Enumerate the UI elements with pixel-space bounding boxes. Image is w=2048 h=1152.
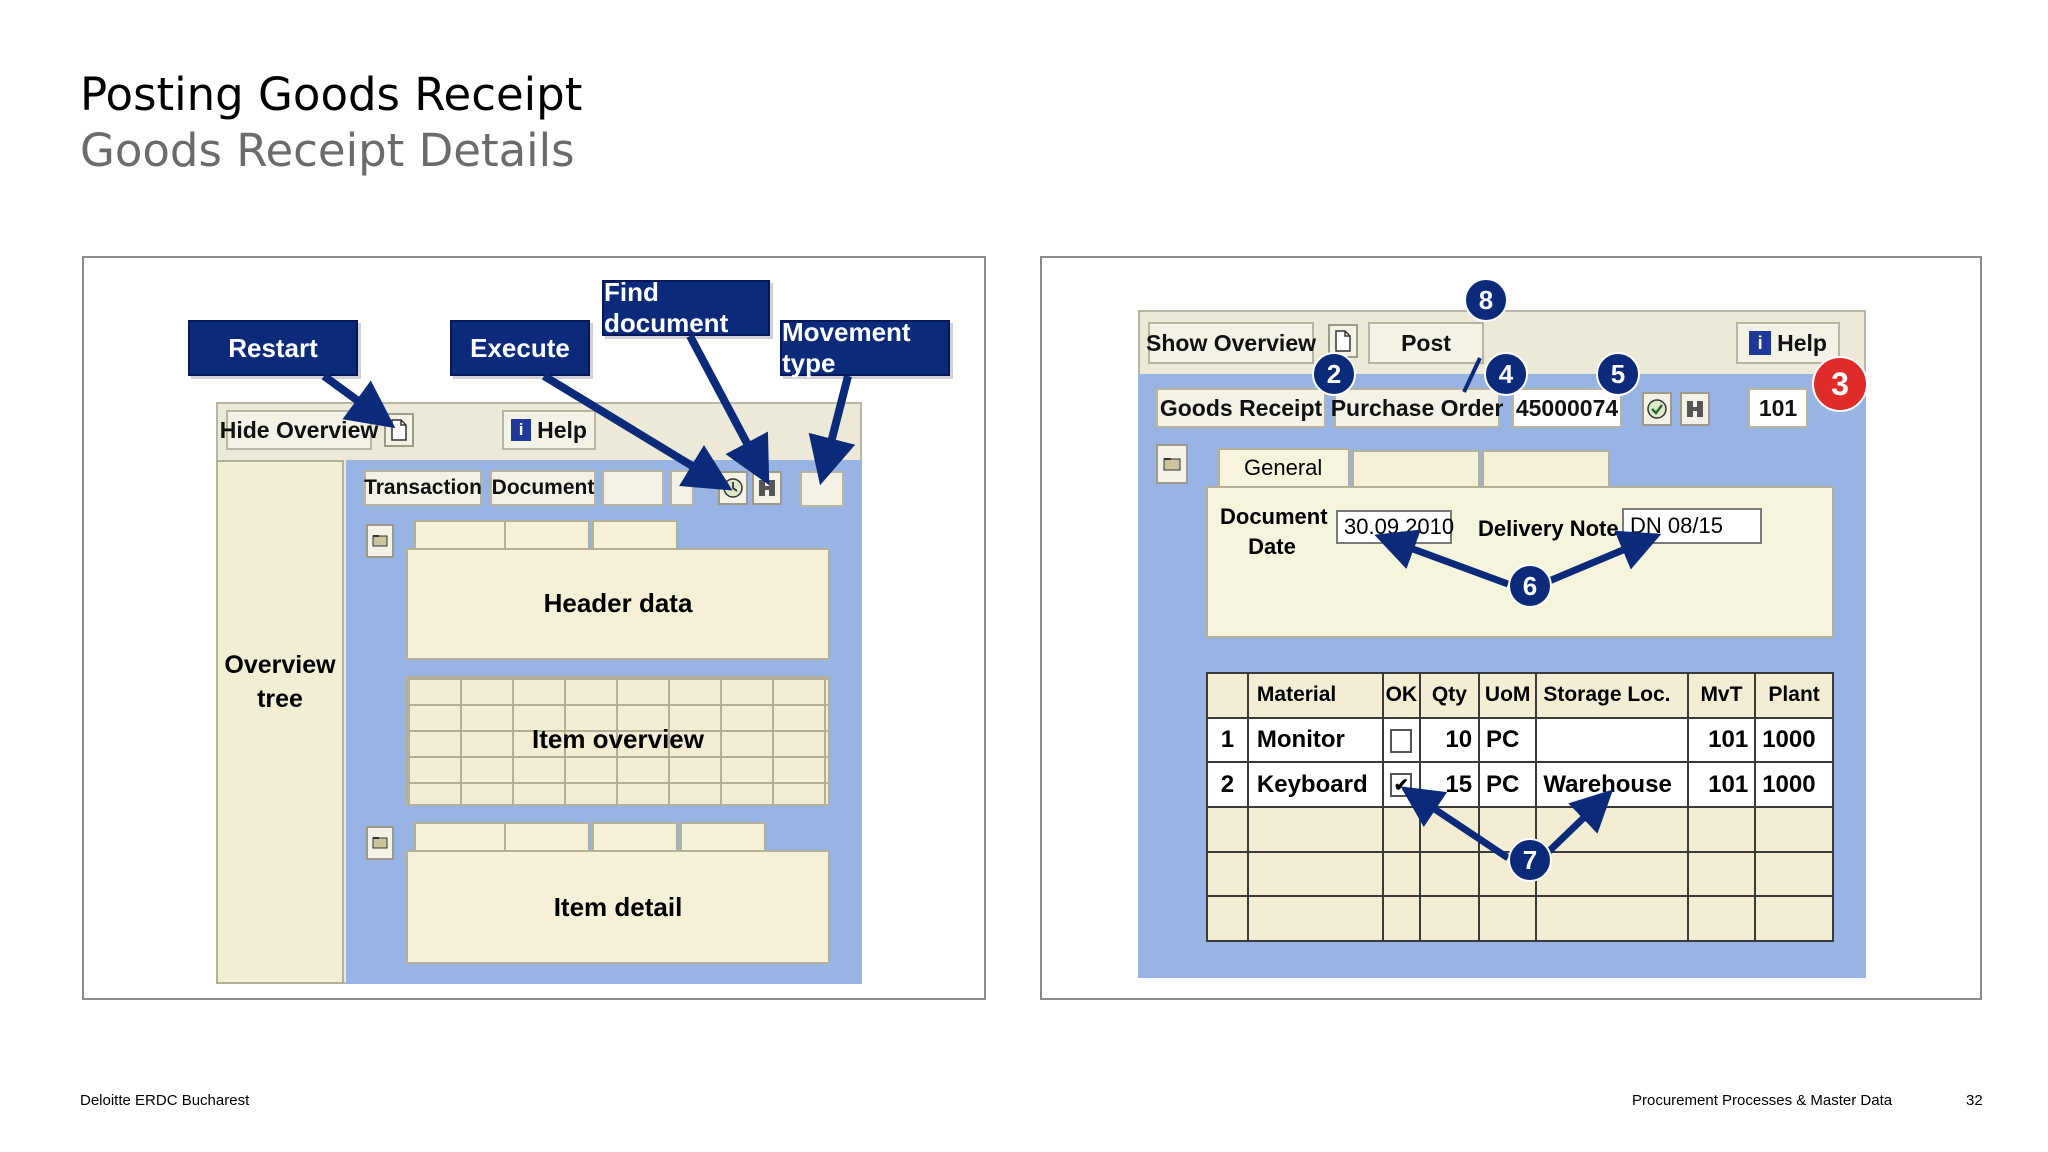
column-header: Material xyxy=(1246,672,1384,719)
overview-tree-pane xyxy=(216,460,344,984)
step-5-badge: 5 xyxy=(1596,352,1640,396)
detail-tab-4[interactable] xyxy=(680,822,766,852)
detail-tab-1[interactable] xyxy=(414,822,508,852)
item-detail-label: Item detail xyxy=(553,892,683,922)
goods-receipt-select[interactable]: Goods Receipt xyxy=(1156,388,1326,428)
transaction-field[interactable]: Transaction xyxy=(364,470,482,506)
detail-tab-3[interactable] xyxy=(592,822,678,852)
page-number: 32 xyxy=(1966,1092,1983,1109)
material-cell: Monitor xyxy=(1246,716,1384,764)
find-document-callout: Find document xyxy=(602,277,770,338)
help-label: Help xyxy=(537,416,587,443)
mvt-cell: 101 xyxy=(1686,761,1757,808)
column-header xyxy=(1206,672,1249,719)
item-overview-label: Item overview xyxy=(532,724,704,754)
collapse-detail-icon[interactable] xyxy=(366,826,394,860)
item-overview-grid xyxy=(406,676,830,806)
help-button[interactable]: i Help xyxy=(1736,322,1840,364)
uom-cell: PC xyxy=(1478,761,1538,808)
row-number: 1 xyxy=(1206,716,1249,764)
collapse-header-icon[interactable] xyxy=(366,524,394,558)
column-header: MvT xyxy=(1686,672,1757,719)
tab-2[interactable] xyxy=(1352,450,1480,486)
uom-cell: PC xyxy=(1478,716,1538,764)
step-6-badge: 6 xyxy=(1508,564,1552,608)
header-tab-1[interactable] xyxy=(414,520,508,550)
step-7-badge: 7 xyxy=(1508,838,1552,882)
overview-tree-label: Overview tree xyxy=(224,651,336,713)
slide-title: Posting Goods Receipt xyxy=(80,68,583,121)
header-data-label: Header data xyxy=(543,588,693,618)
table-row-empty xyxy=(1206,850,1834,898)
table-row[interactable]: 2 Keyboard ✔ 15 PC Warehouse 101 1000 xyxy=(1206,761,1834,808)
step-arrows-right xyxy=(1374,357,1662,861)
execute-icon[interactable] xyxy=(1642,392,1672,426)
blank-field-1[interactable] xyxy=(602,470,664,506)
post-button[interactable]: Post xyxy=(1368,322,1484,364)
movement-type-field[interactable]: 101 xyxy=(1748,388,1808,428)
footer-company: Deloitte ERDC Bucharest xyxy=(80,1092,250,1109)
row-number: 2 xyxy=(1206,761,1249,808)
step-2-badge: 2 xyxy=(1312,352,1356,396)
right-diagram: Show Overview Post i Help Goods Receipt … xyxy=(1040,256,1982,1000)
column-header: Storage Loc. xyxy=(1535,672,1689,719)
help-button[interactable]: i Help xyxy=(502,410,596,450)
delivery-note-label: Delivery Note xyxy=(1478,516,1619,541)
callout-arrows-left xyxy=(321,334,856,491)
plant-cell: 1000 xyxy=(1754,761,1834,808)
step-4-badge: 4 xyxy=(1484,352,1528,396)
ok-checkbox-unchecked[interactable] xyxy=(1390,728,1413,753)
step-8-badge: 8 xyxy=(1464,278,1508,322)
slide-subtitle: Goods Receipt Details xyxy=(80,124,575,177)
header-tab-2[interactable] xyxy=(504,520,590,550)
item-detail-area xyxy=(406,850,830,964)
storage-cell xyxy=(1535,716,1689,764)
items-table: Material OK Qty UoM Storage Loc. MvT Pla… xyxy=(1206,672,1834,942)
table-row-empty xyxy=(1206,895,1834,942)
show-overview-button[interactable]: Show Overview xyxy=(1146,322,1316,364)
column-header: OK xyxy=(1381,672,1421,719)
detail-tab-2[interactable] xyxy=(504,822,590,852)
info-icon: i xyxy=(1749,331,1772,355)
document-field[interactable]: Document xyxy=(490,470,596,506)
material-cell: Keyboard xyxy=(1246,761,1384,808)
restart-callout: Restart xyxy=(188,320,358,376)
document-date-label: Document Date xyxy=(1220,504,1328,559)
column-header: Plant xyxy=(1754,672,1834,719)
tab-3[interactable] xyxy=(1482,450,1610,486)
qty-cell: 15 xyxy=(1418,761,1481,808)
step-3-badge: 3 xyxy=(1812,356,1868,412)
tab-general-label: General xyxy=(1244,455,1323,480)
collapse-header-icon[interactable] xyxy=(1156,444,1188,484)
info-icon: i xyxy=(511,419,532,441)
plant-cell: 1000 xyxy=(1754,716,1834,764)
header-tab-3[interactable] xyxy=(592,520,678,550)
column-header: Qty xyxy=(1418,672,1481,719)
movement-type-callout: Movement type xyxy=(780,317,950,378)
footer-section: Procurement Processes & Master Data xyxy=(1632,1092,1893,1109)
tab-general[interactable]: General xyxy=(1218,448,1350,488)
qty-cell: 10 xyxy=(1418,716,1481,764)
table-row[interactable]: 1 Monitor 10 PC 101 1000 xyxy=(1206,716,1834,764)
left-diagram: Hide Overview i Help Overview tree Trans… xyxy=(82,256,986,1000)
column-header: UoM xyxy=(1478,672,1538,719)
ok-cell[interactable] xyxy=(1381,716,1421,764)
execute-callout: Execute xyxy=(450,320,590,376)
mvt-cell: 101 xyxy=(1686,716,1757,764)
help-label: Help xyxy=(1777,329,1827,356)
po-number-field[interactable]: 45000074 xyxy=(1512,388,1622,428)
header-data-area xyxy=(406,548,830,660)
find-document-icon[interactable] xyxy=(1680,392,1710,426)
purchase-order-select[interactable]: Purchase Order xyxy=(1331,388,1503,428)
